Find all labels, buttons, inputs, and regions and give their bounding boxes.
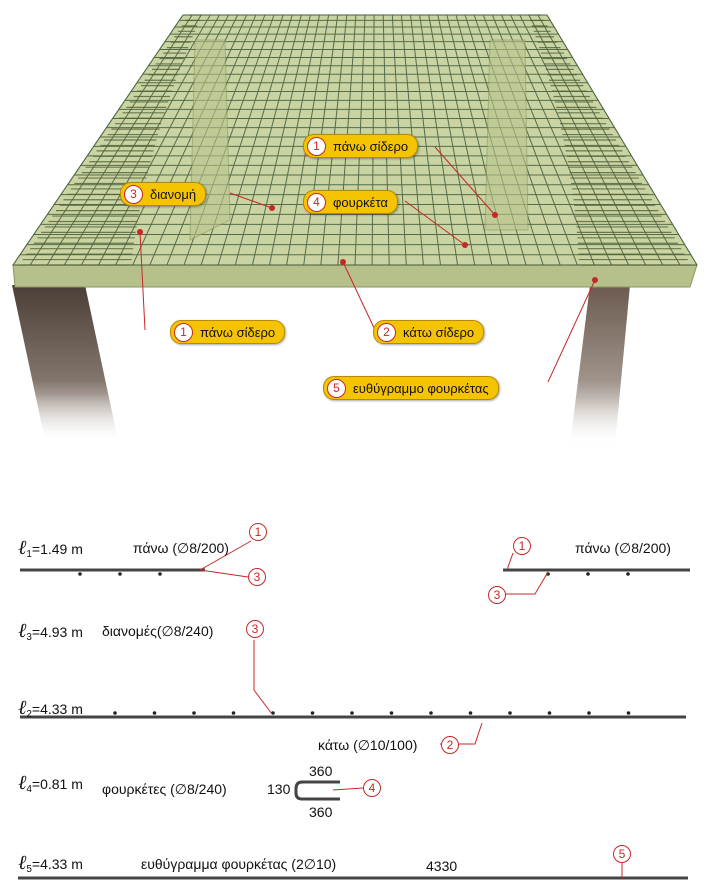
straight-dim: 4330 xyxy=(426,858,458,874)
bar-dot xyxy=(152,711,157,715)
label-distribution: 3 διανομή xyxy=(120,182,207,206)
bar-dot xyxy=(192,711,196,715)
callout-3: 3 xyxy=(248,568,266,586)
rebar-line xyxy=(546,14,698,266)
distribution-bar-dots xyxy=(78,572,631,715)
label-number: 4 xyxy=(307,192,326,212)
bar-dot xyxy=(310,711,315,715)
label-text: πάνω σίδερο xyxy=(333,138,409,154)
rebar-line xyxy=(12,14,184,266)
length-l4: ℓ4=0.81 m xyxy=(18,770,83,795)
callout-4: 4 xyxy=(363,779,381,797)
bar-label-straight: ευθύγραμμα φουρκέτας (2∅10) xyxy=(141,856,337,872)
length-l3: ℓ3=4.93 m xyxy=(18,618,83,643)
rebar-line xyxy=(217,14,293,266)
bar-dot xyxy=(389,711,394,715)
bar-dot xyxy=(547,711,552,715)
length-l5: ℓ5=4.33 m xyxy=(18,850,83,875)
label-hairpin: 4 φουρκέτα xyxy=(303,190,398,214)
rebar-line xyxy=(234,14,302,266)
callout-5: 5 xyxy=(613,845,631,863)
bar-label-upper-right: πάνω (∅8/200) xyxy=(575,540,671,556)
label-number: 5 xyxy=(327,378,346,398)
rebar-line xyxy=(132,14,248,266)
bar-dot xyxy=(429,711,433,715)
callout-3-right: 3 xyxy=(488,586,506,604)
bar-dot xyxy=(113,711,117,715)
bar-dot xyxy=(508,711,512,715)
bar-dot xyxy=(586,572,590,576)
beam-left xyxy=(189,39,231,241)
hairpin-dim-top: 360 xyxy=(309,763,333,779)
rebar-line xyxy=(428,14,476,266)
bar-dot xyxy=(468,711,473,715)
callout-3-distribution: 3 xyxy=(246,620,264,638)
label-upper-steel-top: 1 πάνω σίδερο xyxy=(303,134,419,158)
bar-dot xyxy=(118,572,122,576)
callout-1-right: 1 xyxy=(513,537,531,555)
beam-right xyxy=(484,39,529,231)
bar-dot xyxy=(350,711,354,715)
label-straight-hairpin: 5 ευθύγραμμο φουρκέτας xyxy=(323,376,499,400)
bar-label-distribution: διανομές(∅8/240) xyxy=(102,623,214,639)
bar-dot xyxy=(587,711,591,715)
label-text: κάτω σίδερο xyxy=(403,324,475,340)
rebar-line xyxy=(419,14,459,266)
label-upper-steel-left: 1 πάνω σίδερο xyxy=(170,320,286,344)
bar-label-lower: κάτω (∅10/100) xyxy=(318,737,418,753)
rebar-line xyxy=(251,14,311,266)
label-text: ευθύγραμμο φουρκέτας xyxy=(353,380,489,396)
label-number: 3 xyxy=(124,184,143,204)
bar-label-upper-left: πάνω (∅8/200) xyxy=(133,540,229,556)
bar-dot xyxy=(78,572,82,576)
bar-dot xyxy=(626,572,630,576)
length-l2: ℓ2=4.33 m xyxy=(18,695,83,720)
length-l1: ℓ1=1.49 m xyxy=(18,535,83,560)
hairpin-dim-left: 130 xyxy=(267,781,291,797)
bar-label-hairpin: φουρκέτες (∅8/240) xyxy=(102,781,227,797)
rebar-line xyxy=(269,14,320,266)
bar-dot xyxy=(231,711,236,715)
callout-1: 1 xyxy=(249,523,267,541)
label-text: πάνω σίδερο xyxy=(200,324,276,340)
label-text: φουρκέτα xyxy=(333,194,388,210)
slab-edge xyxy=(12,264,698,288)
label-number: 1 xyxy=(174,322,193,342)
rebar-line xyxy=(437,14,493,266)
label-number: 1 xyxy=(307,136,326,156)
label-text: διανομή xyxy=(150,186,197,202)
callout-2: 2 xyxy=(441,736,459,754)
hairpin-dim-bottom: 360 xyxy=(309,804,333,820)
label-lower-steel: 2 κάτω σίδερο xyxy=(373,320,485,344)
bar-dot xyxy=(158,572,162,576)
bar-dot xyxy=(626,711,631,715)
label-number: 2 xyxy=(377,322,396,342)
